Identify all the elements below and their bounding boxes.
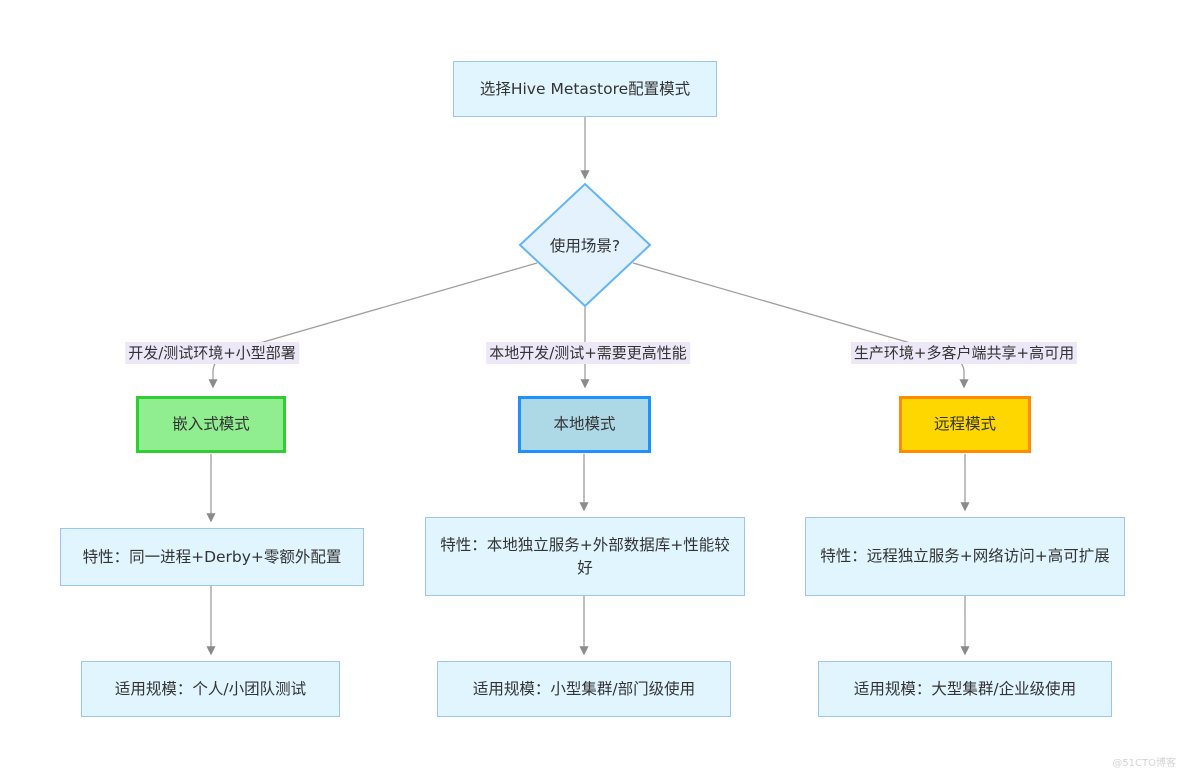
edge-decision-to-embedded xyxy=(208,262,538,389)
decision-diamond-shape xyxy=(518,182,652,308)
edge-label-embedded-condition: 开发/测试环境+小型部署 xyxy=(125,342,299,365)
edge-label-remote-condition: 生产环境+多客户端共享+高可用 xyxy=(850,342,1078,365)
start-node: 选择Hive Metastore配置模式 xyxy=(453,61,717,117)
local-mode-node: 本地模式 xyxy=(518,396,651,453)
embedded-mode-node: 嵌入式模式 xyxy=(136,396,286,453)
remote-scale-node: 适用规模：大型集群/企业级使用 xyxy=(818,661,1112,717)
embedded-features-node: 特性：同一进程+Derby+零额外配置 xyxy=(60,528,364,586)
site-watermark: @51CTO博客 xyxy=(1112,758,1176,769)
local-features-node: 特性：本地独立服务+外部数据库+性能较好 xyxy=(425,517,745,596)
local-scale-node: 适用规模：小型集群/部门级使用 xyxy=(437,661,731,717)
embedded-scale-node: 适用规模：个人/小团队测试 xyxy=(81,661,340,717)
edge-label-local-condition: 本地开发/测试+需要更高性能 xyxy=(486,342,690,365)
decision-node-label: 使用场景? xyxy=(549,237,621,255)
remote-features-node: 特性：远程独立服务+网络访问+高可扩展 xyxy=(805,517,1125,596)
edge-decision-to-remote xyxy=(632,262,969,389)
remote-mode-node: 远程模式 xyxy=(899,396,1031,453)
